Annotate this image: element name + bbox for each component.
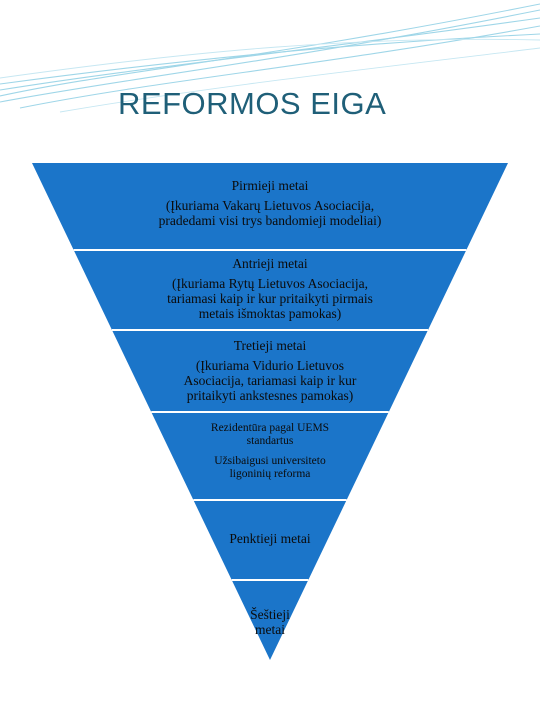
level-6-line-2: metai (255, 622, 285, 638)
level-2-heading: Antrieji metai (232, 256, 308, 271)
funnel-level-6: Šeštieji metai (0, 607, 540, 637)
level-1-heading: Pirmieji metai (231, 178, 309, 193)
decorative-wave-lines (0, 3, 540, 113)
level-4-line-2: standartus (246, 434, 294, 447)
level-3-heading: Tretieji metai (233, 338, 307, 353)
level-3-line-1: (Įkuriama Vidurio Lietuvos (195, 358, 345, 374)
level-2-line-1: (Įkuriama Rytų Lietuvos Asociacija, (172, 276, 368, 292)
funnel-level-3: Tretieji metai (Įkuriama Vidurio Lietuvo… (0, 338, 540, 403)
level-2-line-2: tariamasi kaip ir kur pritaikyti pirmais (167, 291, 373, 307)
funnel-level-5: Penktieji metai (0, 531, 540, 546)
level-1-line-1: (Įkuriama Vakarų Lietuvos Asociacija, (165, 198, 375, 214)
level-4-line-4: ligoninių reforma (229, 467, 311, 480)
level-5-heading: Penktieji metai (229, 531, 311, 546)
funnel-level-2: Antrieji metai (Įkuriama Rytų Lietuvos A… (0, 256, 540, 321)
level-4-line-3: Užsibaigusi universiteto (214, 454, 326, 467)
funnel-level-1: Pirmieji metai (Įkuriama Vakarų Lietuvos… (0, 178, 540, 228)
level-3-line-3: pritaikyti ankstesnes pamokas) (186, 388, 354, 404)
level-2-line-3: metais išmoktas pamokas) (198, 306, 342, 322)
level-4-line-1: Rezidentūra pagal UEMS (210, 422, 330, 434)
funnel-level-4: Rezidentūra pagal UEMS standartus Užsiba… (0, 422, 540, 481)
level-1-line-2: pradedami visi trys bandomieji modeliai) (158, 213, 382, 229)
level-6-line-1: Šeštieji (250, 607, 290, 622)
level-3-line-2: Asociacija, tariamasi kaip ir kur (183, 373, 357, 389)
slide-title: REFORMOS EIGA (118, 86, 387, 121)
